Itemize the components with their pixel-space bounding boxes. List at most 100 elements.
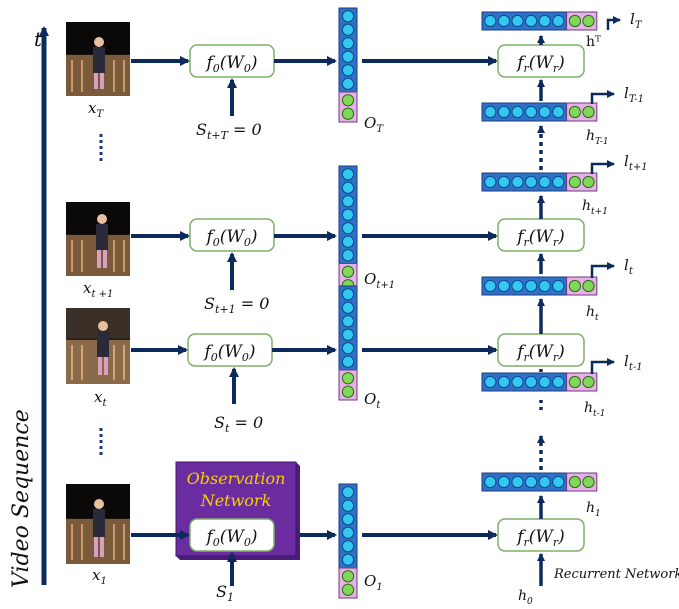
svg-text:f0(W0): f0(W0) — [204, 53, 257, 75]
vector-cell-cyan — [341, 526, 355, 539]
vector-cell-cyan — [552, 105, 565, 119]
vector-cell-cyan — [497, 105, 510, 119]
vector-cell-cyan — [341, 208, 355, 221]
vector-cell-cyan — [341, 64, 355, 77]
vector-cell-green — [341, 583, 355, 596]
vector-cell-cyan — [525, 375, 538, 389]
vector-cell-cyan — [341, 222, 355, 235]
vector-cell-cyan — [538, 105, 551, 119]
frame-label-xT: xT — [88, 99, 104, 120]
hidden-label-htm1: ht-1 — [584, 400, 605, 419]
vector-cell-green — [582, 375, 595, 389]
vector-cell-green — [582, 175, 595, 189]
hidden-label-ht: ht — [586, 304, 599, 323]
vector-cell-cyan — [341, 23, 355, 36]
vector-cell-cyan — [511, 14, 524, 28]
vector-cell-cyan — [511, 105, 524, 119]
arrow-out-lT1 — [590, 90, 615, 104]
vector-cell-cyan — [511, 375, 524, 389]
vector-cell-cyan — [341, 328, 355, 341]
vector-cell-cyan — [341, 181, 355, 194]
svg-text:f0(W0): f0(W0) — [204, 527, 257, 549]
time-axis-label: t — [34, 27, 43, 51]
vector-cell-cyan — [484, 475, 497, 489]
vector-cell-cyan — [552, 279, 565, 293]
state-label-t1: St+1 = 0 — [204, 294, 269, 316]
vector-cell-cyan — [538, 279, 551, 293]
vector-cell-cyan — [341, 195, 355, 208]
recurrent-network-label: Recurrent Network — [553, 567, 679, 582]
svg-text:fr(Wr): fr(Wr) — [515, 527, 565, 549]
obs-func-box-T: f0(W0) — [189, 44, 275, 78]
vector-cell-cyan — [341, 486, 355, 499]
video-sequence-label: Video Sequence — [9, 409, 34, 588]
arrow-out-lT — [606, 16, 621, 30]
frame-image-x1 — [66, 484, 130, 564]
svg-text:fr(Wr): fr(Wr) — [515, 227, 565, 249]
vector-cell-cyan — [484, 175, 497, 189]
vector-cell-cyan — [511, 475, 524, 489]
vector-cell-cyan — [341, 168, 355, 181]
vector-cell-cyan — [341, 249, 355, 262]
vector-cell-cyan — [552, 375, 565, 389]
frame-image-xT — [66, 22, 130, 96]
vector-cell-cyan — [484, 279, 497, 293]
vector-cell-cyan — [538, 14, 551, 28]
observation-vector-1 — [338, 483, 358, 599]
vector-cell-cyan — [341, 10, 355, 23]
vector-cell-cyan — [341, 50, 355, 63]
svg-text:f0(W0): f0(W0) — [204, 227, 257, 249]
vector-cell-cyan — [341, 235, 355, 248]
vector-cell-green — [341, 265, 355, 278]
frame-label-x1: x1 — [92, 566, 107, 587]
hidden-vector-t-1 — [481, 372, 598, 392]
observation-vector-T — [338, 7, 358, 123]
vector-cell-cyan — [525, 105, 538, 119]
observation-network-label-line2: Network — [200, 491, 272, 510]
vector-cell-cyan — [341, 37, 355, 50]
vector-cell-cyan — [497, 279, 510, 293]
frame-label-xt1: xt +1 — [83, 279, 113, 300]
vector-cell-cyan — [341, 342, 355, 355]
vector-cell-cyan — [484, 375, 497, 389]
arrow-out-lt — [590, 262, 615, 278]
vector-cell-cyan — [341, 315, 355, 328]
observation-vector-t1 — [338, 165, 358, 294]
state-label-1: S1 — [216, 582, 234, 604]
obs-func-box-t1: f0(W0) — [189, 218, 275, 252]
frame-image-xt — [66, 308, 130, 384]
vector-cell-cyan — [525, 475, 538, 489]
svg-text:fr(Wr): fr(Wr) — [515, 53, 565, 75]
hidden-vector-t — [481, 276, 598, 296]
vector-cell-cyan — [484, 14, 497, 28]
vector-cell-green — [341, 570, 355, 583]
frame-label-xt: xt — [94, 388, 107, 409]
hidden-vector-T-1 — [481, 102, 598, 122]
vector-cell-cyan — [497, 14, 510, 28]
vector-cell-cyan — [341, 513, 355, 526]
vector-cell-green — [568, 175, 582, 189]
label-lt: lt — [624, 256, 634, 277]
hidden-label-hT: hᵀ — [586, 34, 601, 50]
obs-label-t: Ot — [364, 390, 381, 411]
hidden-vector-t+1 — [481, 172, 598, 192]
vector-cell-green — [568, 105, 582, 119]
vector-cell-cyan — [552, 175, 565, 189]
vector-cell-green — [568, 375, 582, 389]
vector-cell-cyan — [497, 375, 510, 389]
vector-cell-cyan — [552, 14, 565, 28]
vector-cell-green — [582, 14, 595, 28]
label-ltm1: lt-1 — [624, 352, 643, 373]
vector-cell-green — [582, 475, 595, 489]
rnn-func-box-t: fr(Wr) — [497, 333, 585, 367]
vector-cell-cyan — [341, 77, 355, 90]
vector-cell-cyan — [484, 105, 497, 119]
rnn-func-box-T: fr(Wr) — [497, 44, 585, 78]
vector-cell-green — [568, 475, 582, 489]
vector-cell-cyan — [341, 540, 355, 553]
vector-cell-cyan — [497, 475, 510, 489]
vector-cell-cyan — [525, 175, 538, 189]
arrow-out-lt1 — [590, 160, 615, 174]
